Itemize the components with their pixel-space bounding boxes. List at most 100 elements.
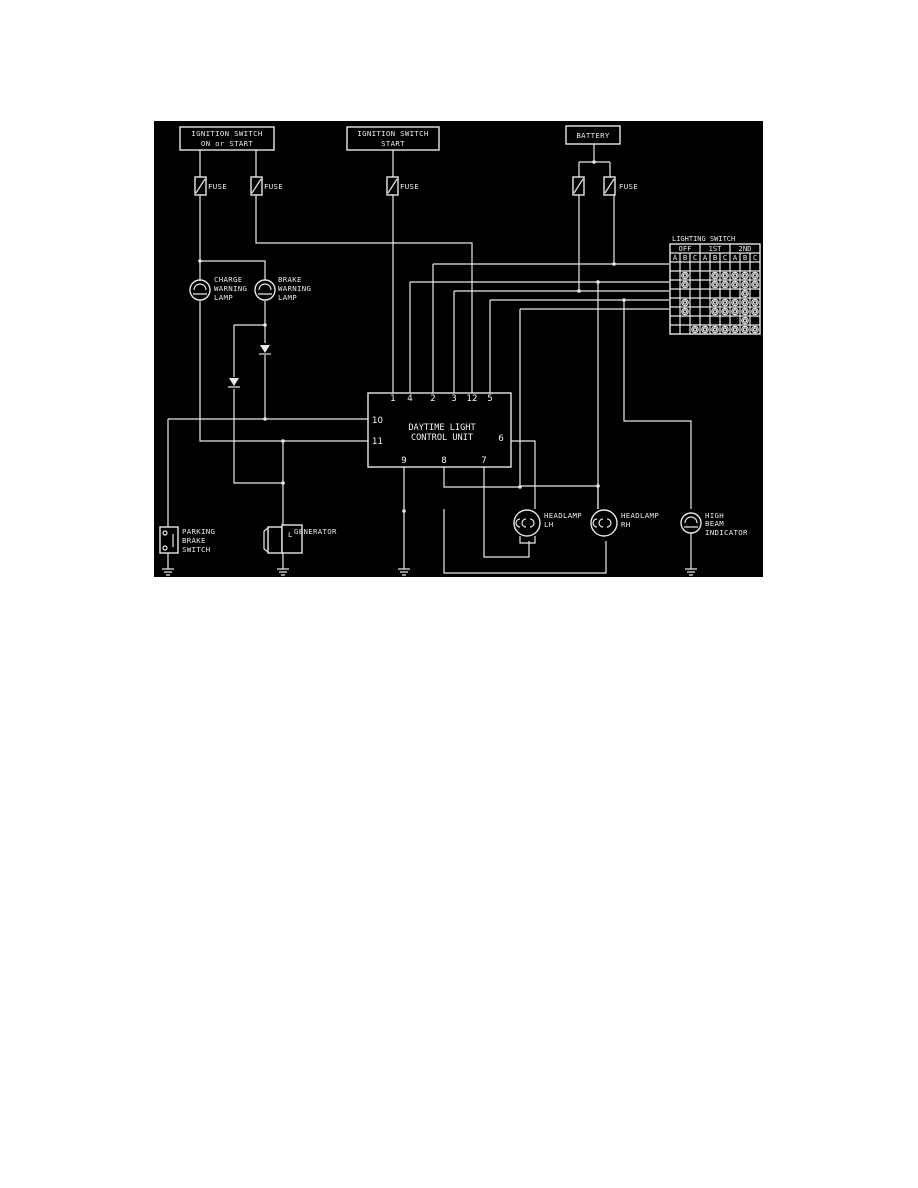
switch-contact-inner [752,327,758,332]
switch-contact-inner [742,273,748,278]
switch-contact-mark [741,325,749,334]
switch-contact-mark [721,280,729,289]
switch-contact-inner [712,273,718,278]
ground-symbols [162,568,697,576]
switch-contact-inner [682,273,688,278]
switch-contact-inner [752,309,758,314]
brake-warning-lamp: BRAKE WARNING LAMP [254,275,311,302]
svg-text:HEADLAMP: HEADLAMP [621,511,659,520]
switch-contact-mark [731,298,739,307]
switch-contact-inner [682,300,688,305]
switch-column-label: A [673,253,678,262]
switch-contact-mark [681,307,689,316]
switch-contact-inner [722,327,728,332]
ignition-start-box: IGNITION SWITCH START [346,126,440,151]
svg-text:5: 5 [487,394,492,404]
switch-contact-inner [692,327,698,332]
switch-contact-inner [752,273,758,278]
switch-contact-inner [752,300,758,305]
switch-contact-mark [721,271,729,280]
ignition-on-start-box: IGNITION SWITCH ON or START [179,126,275,151]
svg-text:HEADLAMP: HEADLAMP [544,511,582,520]
svg-text:BRAKE: BRAKE [182,536,206,545]
switch-contact-inner [722,300,728,305]
switch-contact-mark [721,307,729,316]
switch-contact-mark [741,289,749,298]
diode-2 [228,378,240,388]
switch-contact-mark [741,271,749,280]
generator: L GENERATOR [263,524,337,554]
switch-column-label: C [753,253,757,262]
switch-contact-mark [751,298,759,307]
switch-contact-mark [711,325,719,334]
switch-column-label: B [683,253,687,262]
switch-contact-mark [681,271,689,280]
switch-contact-mark [711,271,719,280]
switch-column-label: A [733,253,738,262]
switch-contact-mark [681,298,689,307]
switch-contact-inner [742,318,748,323]
wiring-diagram: IGNITION SWITCH ON or START IGNITION SWI… [154,121,763,577]
svg-text:2: 2 [430,394,435,404]
switch-contact-inner [742,282,748,287]
switch-contact-inner [742,291,748,296]
switch-contact-mark [741,316,749,325]
switch-contact-inner [732,309,738,314]
svg-text:WARNING: WARNING [214,284,247,293]
svg-text:10: 10 [372,416,383,426]
svg-text:6: 6 [498,434,503,444]
headlamp-lh: HEADLAMP LH [513,509,582,537]
switch-contact-mark [741,280,749,289]
switch-contact-mark [681,280,689,289]
svg-text:FUSE: FUSE [400,182,419,191]
fuse-4 [572,176,585,196]
switch-contact-inner [732,300,738,305]
svg-text:GENERATOR: GENERATOR [294,527,337,536]
svg-text:3: 3 [451,394,456,404]
switch-contact-inner [742,300,748,305]
svg-text:ON or START: ON or START [201,139,253,148]
switch-contact-mark [751,325,759,334]
svg-text:LIGHTING SWITCH: LIGHTING SWITCH [672,235,735,243]
headlamp-rh: HEADLAMP RH [590,509,659,537]
charge-warning-lamp: CHARGE WARNING LAMP [189,275,247,302]
svg-text:HIGH: HIGH [705,511,724,520]
switch-contact-inner [752,282,758,287]
switch-contact-mark [751,280,759,289]
switch-contact-mark [751,307,759,316]
svg-text:BRAKE: BRAKE [278,275,302,284]
switch-contact-mark [691,325,699,334]
switch-contact-inner [682,309,688,314]
switch-contact-inner [712,282,718,287]
svg-text:IGNITION SWITCH: IGNITION SWITCH [191,129,262,138]
switch-contact-mark [731,325,739,334]
switch-contact-mark [751,271,759,280]
switch-contact-inner [732,327,738,332]
switch-position-label: 1ST [709,244,723,253]
svg-text:9: 9 [401,456,406,466]
switch-contact-inner [732,282,738,287]
switch-contact-inner [712,309,718,314]
svg-text:DAYTIME LIGHT: DAYTIME LIGHT [408,423,475,433]
switch-contact-mark [741,307,749,316]
svg-text:12: 12 [467,394,478,404]
svg-text:CHARGE: CHARGE [214,275,243,284]
switch-contact-mark [711,280,719,289]
battery-box: BATTERY [565,125,621,145]
switch-contact-inner [722,282,728,287]
switch-contact-mark [731,271,739,280]
switch-column-label: B [743,253,747,262]
switch-contact-inner [712,300,718,305]
switch-position-label: OFF [679,244,692,253]
svg-text:IGNITION SWITCH: IGNITION SWITCH [357,129,428,138]
switch-contact-inner [742,309,748,314]
switch-column-label: B [713,253,717,262]
switch-column-label: C [693,253,697,262]
svg-text:FUSE: FUSE [619,182,638,191]
fuse-5: FUSE [603,176,638,196]
svg-text:LAMP: LAMP [278,293,297,302]
high-beam-indicator: HIGH BEAM INDICATOR [680,511,748,537]
svg-text:4: 4 [407,394,412,404]
svg-text:INDICATOR: INDICATOR [705,528,748,537]
switch-column-label: C [723,253,727,262]
